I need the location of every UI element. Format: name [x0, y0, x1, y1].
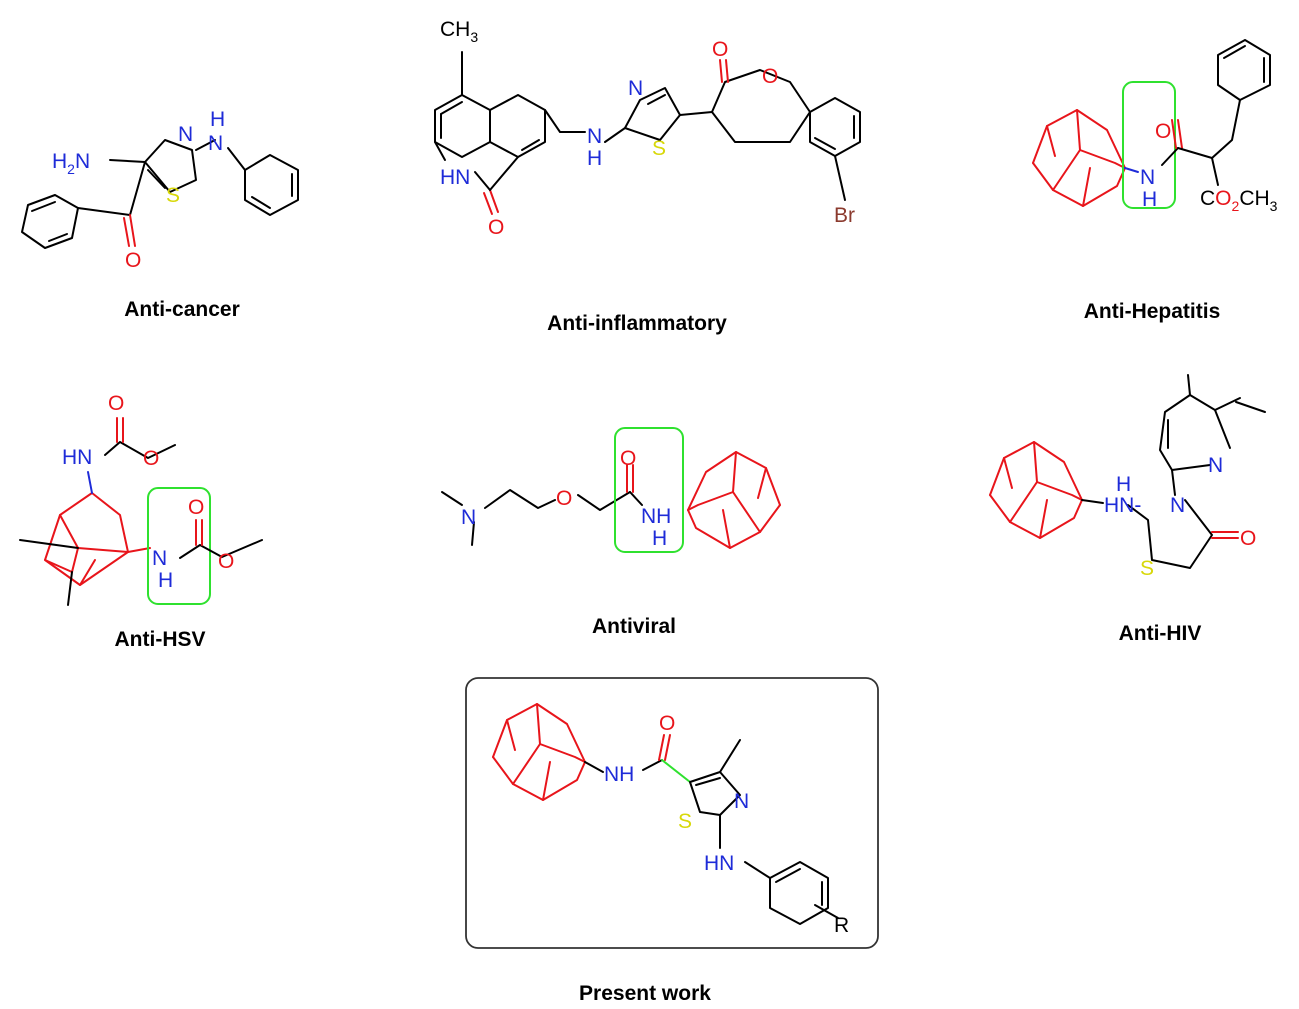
atom-hn-quinolinone: HN: [440, 166, 470, 189]
atom-h2n-amine: H2N: [52, 150, 90, 177]
atom-thiazole-s: S: [652, 137, 666, 160]
compound-anti-hsv: O HN O O N H O Anti-HSV: [19, 392, 263, 651]
atom-carbamate1-o: O: [108, 392, 124, 415]
atom-bromine: Br: [834, 204, 855, 227]
atom-carbamate2-o-ester: O: [218, 550, 234, 573]
atom-amide-o: O: [1155, 120, 1171, 143]
atom-amide-o: O: [620, 447, 636, 470]
compound-anti-hepatitis: O N H CO2CH3 Anti-Hepatitis: [1032, 39, 1278, 323]
atom-n-linker: N: [587, 125, 602, 148]
atom-thiazole-s: S: [678, 810, 692, 833]
atom-dimethylamine-n: N: [461, 506, 476, 529]
atom-aniline-hn: HN: [704, 852, 734, 875]
compound-antiviral: N O O NH H Antiviral: [441, 427, 781, 638]
atom-thiazolidinone-s: S: [1140, 557, 1154, 580]
atom-carbonyl-o: O: [1240, 527, 1256, 550]
caption-anti-hiv: Anti-HIV: [1119, 622, 1202, 645]
atom-quinolinone-o: O: [488, 216, 504, 239]
atom-amide-h: H: [1142, 188, 1157, 211]
atom-lactone-o-carbonyl: O: [712, 38, 728, 61]
present-work-frame: [465, 677, 879, 949]
atom-thiazole-n: N: [734, 790, 749, 813]
compound-anti-hiv: H HN- N S O N Anti-HIV: [989, 374, 1266, 645]
atom-r-substituent: R: [834, 914, 849, 937]
atom-carbonyl-o: O: [125, 249, 141, 272]
atom-carbamate2-h: H: [158, 569, 173, 592]
caption-present-work: Present work: [579, 982, 711, 1004]
atom-amine-h: H: [1116, 473, 1131, 496]
caption-anti-cancer: Anti-cancer: [124, 298, 240, 321]
atom-carbamate2-n: N: [152, 547, 167, 570]
atom-lactone-o-ring: O: [762, 65, 778, 88]
atom-pyridine-n: N: [1208, 454, 1223, 477]
atom-ester: CO2CH3: [1200, 187, 1278, 214]
atom-amide-nh: NH: [604, 763, 634, 786]
atom-amide-n: N: [1140, 166, 1155, 189]
atom-amide-h: H: [652, 527, 667, 550]
amide-highlight-box: [614, 427, 684, 553]
atom-h-aniline: H: [210, 108, 225, 131]
atom-thiazole-n: N: [628, 77, 643, 100]
caption-antiviral: Antiviral: [592, 615, 676, 638]
compound-anti-inflammatory: CH3 HN O N H N S O O Br Anti-inflammator…: [434, 18, 861, 335]
atom-ether-o: O: [556, 487, 572, 510]
atom-n-aniline: N: [208, 132, 223, 155]
atom-ch3: CH3: [440, 18, 478, 45]
carbamate-highlight-box: [147, 487, 211, 605]
atom-amine-n: HN-: [1104, 494, 1141, 517]
atom-thiazolidinone-n: N: [1170, 494, 1185, 517]
atom-carbamate1-o-ester: O: [143, 447, 159, 470]
compound-anti-cancer: H2N N S H N O Anti-cancer: [21, 108, 299, 321]
atom-h-linker: H: [587, 147, 602, 170]
atom-amide-nh: NH: [641, 505, 671, 528]
compound-present-work: NH O N S HN R Present work: [465, 677, 879, 1005]
atom-thiazole-n: N: [178, 123, 193, 146]
atom-carbamate1-hn: HN: [62, 446, 92, 469]
atom-carbamate2-o: O: [188, 496, 204, 519]
caption-anti-hsv: Anti-HSV: [115, 628, 206, 651]
atom-amide-o: O: [659, 712, 675, 735]
caption-anti-hepatitis: Anti-Hepatitis: [1084, 300, 1221, 323]
atom-thiazole-s: S: [166, 184, 180, 207]
caption-anti-inflammatory: Anti-inflammatory: [547, 312, 727, 335]
